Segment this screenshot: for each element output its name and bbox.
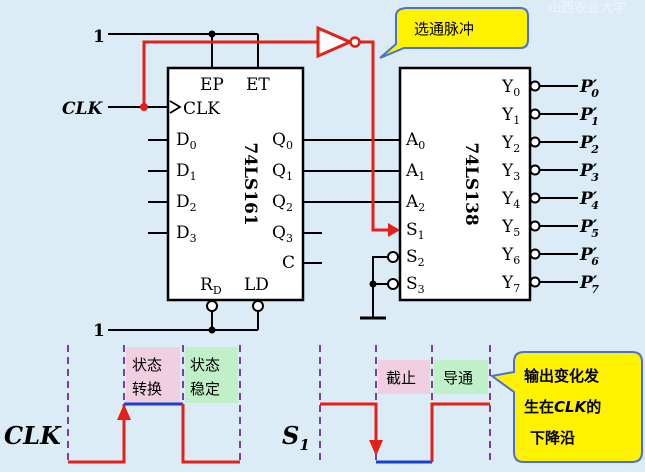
pin-y5: Y5 — [501, 217, 520, 239]
logic-one-top: 1 — [93, 27, 105, 47]
watermark: 山西农业大学 — [548, 0, 626, 16]
chip-138-body — [398, 66, 532, 302]
pin-a2: A2 — [405, 192, 425, 214]
clk-wave-rising — [68, 404, 126, 464]
note-line3: 下降沿 — [530, 429, 575, 447]
pin-y2: Y2 — [501, 133, 520, 155]
pin-c: C — [282, 253, 295, 273]
pin-s1: S1 — [406, 220, 425, 242]
chip-138-name: 74LS138 — [461, 142, 481, 225]
output-p5: P′5 — [579, 217, 599, 240]
pin-y3: Y3 — [501, 161, 520, 183]
phase-box-cutoff — [378, 360, 430, 394]
s1-wave-falling — [320, 402, 378, 450]
pin-y7: Y7 — [501, 273, 520, 295]
output-p2: P′2 — [579, 133, 599, 156]
pin-y0: Y0 — [501, 77, 520, 99]
callout-output-edge-note: 输出变化发 生在CLK的 下降沿 — [489, 351, 643, 463]
s1-wave-rising — [430, 402, 490, 462]
pin-y4: Y4 — [501, 189, 520, 211]
s1-wave-label: S1 — [282, 421, 310, 454]
phase-box-stable — [185, 347, 238, 403]
y0-inversion-bubble — [529, 80, 541, 92]
inverter-gate — [316, 25, 354, 59]
s3-inversion-bubble — [387, 278, 399, 290]
clk-wave-falling — [181, 404, 240, 464]
output-p1: P′1 — [579, 105, 599, 128]
clk-edge-marker — [169, 100, 182, 114]
pin-et: ET — [246, 75, 270, 95]
clk-phase2-line1: 状态 — [190, 356, 220, 374]
pin-s3: S3 — [406, 274, 425, 296]
decoder-output-pins: Y0 P′0Y1 P′1Y2 P′2Y3 P′3Y4 P′4Y5 P′5Y6 P′6Y7 P′7 — [501, 77, 599, 296]
pin-y1: Y1 — [501, 105, 520, 127]
callout-strobe-text: 选通脉冲 — [414, 20, 474, 38]
output-p3: P′3 — [579, 161, 599, 184]
s2-inversion-bubble — [387, 251, 399, 263]
y5-inversion-bubble — [529, 220, 541, 232]
pin-s2: S2 — [406, 247, 425, 269]
y3-inversion-bubble — [529, 164, 541, 176]
note-line2: 生在CLK的 — [524, 398, 601, 416]
clk-wave-label: CLK — [4, 421, 62, 450]
s1-phase1: 截止 — [386, 369, 416, 387]
chip-161-name: 74LS161 — [240, 142, 260, 225]
pin-ld: LD — [244, 275, 269, 295]
chip-161-body — [166, 66, 305, 302]
ld-inversion-bubble — [252, 300, 264, 312]
output-p0: P′0 — [579, 77, 599, 100]
y6-inversion-bubble — [529, 248, 541, 260]
output-p4: P′4 — [579, 189, 599, 212]
inverter-bubble — [349, 36, 361, 48]
phase-box-transition — [126, 347, 180, 403]
y7-inversion-bubble — [529, 276, 541, 288]
clk-phase2-line2: 稳定 — [190, 380, 220, 398]
pin-q2: Q2 — [272, 192, 293, 214]
strobe-signal-path — [140, 25, 400, 237]
y2-inversion-bubble — [529, 136, 541, 148]
clk-phase1-line2: 转换 — [132, 380, 162, 398]
pin-ep: EP — [200, 75, 224, 95]
y1-inversion-bubble — [529, 108, 541, 120]
pin-rd: RD — [200, 275, 222, 297]
note-line1: 输出变化发 — [524, 367, 600, 385]
pin-q3: Q3 — [272, 223, 293, 245]
clk-phase1-line1: 状态 — [132, 356, 162, 374]
logic-one-bottom: 1 — [93, 321, 105, 341]
pin-clk: CLK — [183, 99, 220, 119]
pin-a1: A1 — [405, 161, 425, 183]
counter-chip-74ls161: 74LS161 EP ET CLK D0 D1 D2 D3 Q0 Q1 Q2 Q… — [148, 34, 322, 334]
clk-input-label: CLK — [62, 99, 103, 119]
callout-strobe-pulse: 选通脉冲 — [379, 7, 529, 59]
pin-q0: Q0 — [272, 130, 293, 152]
s1-phase2: 导通 — [443, 369, 473, 387]
output-p6: P′6 — [579, 245, 599, 268]
output-p7: P′7 — [579, 273, 599, 296]
pin-d0: D0 — [176, 130, 197, 152]
pin-y6: Y6 — [501, 245, 520, 267]
pin-q1: Q1 — [272, 161, 293, 183]
pin-a0: A0 — [405, 130, 425, 152]
rd-inversion-bubble — [206, 300, 218, 312]
pin-d3: D3 — [176, 223, 197, 245]
y4-inversion-bubble — [529, 192, 541, 204]
timing-diagram: 状态 转换 状态 稳定 截止 导通 CLK S1 — [4, 345, 491, 464]
pin-d2: D2 — [176, 192, 197, 214]
phase-box-conduct — [434, 360, 488, 394]
pin-d1: D1 — [176, 161, 197, 183]
